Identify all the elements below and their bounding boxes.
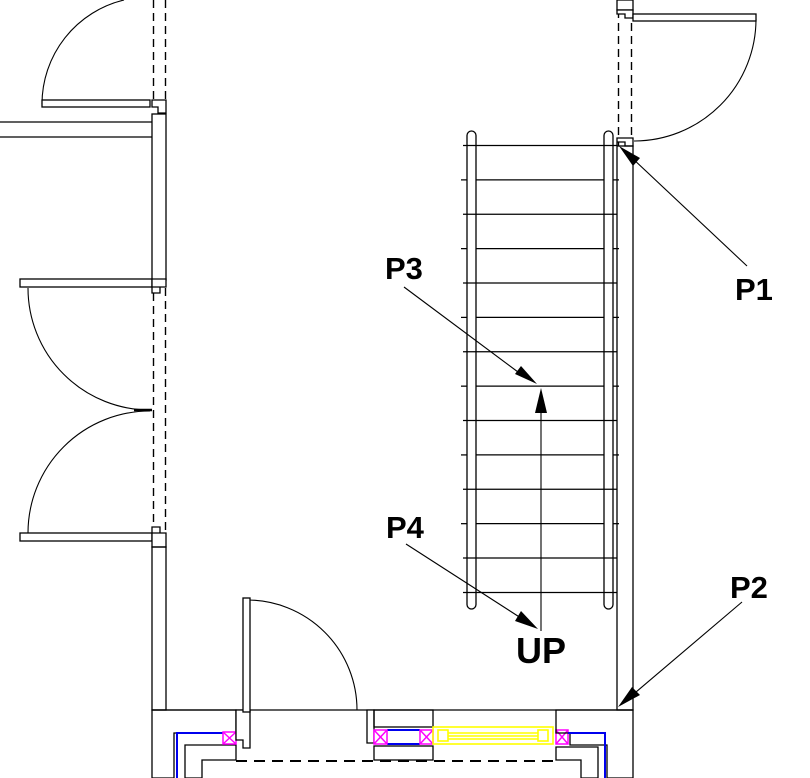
right-wall [616,0,634,711]
door-leaf [41,99,151,108]
stair-treads [461,144,619,594]
staircase [461,130,619,610]
door-swing-arc [246,599,358,711]
window-frame-end [537,729,549,742]
frame-block-x [373,729,388,745]
wall-segment [19,532,153,542]
door-leaf [632,13,757,22]
annotations: P1 P2 P3 P4 UP [385,146,773,707]
wall-segment [19,278,153,288]
bottom-door [242,597,358,713]
window-glazing-lines [448,732,538,740]
window [432,726,554,745]
p4-leader-line [405,543,525,621]
up-label: UP [516,630,566,671]
bottom-wall [151,709,634,778]
p4-arrowhead [515,611,538,629]
p1-arrowhead [619,146,640,166]
left-double-door [27,287,152,534]
door-swing-arc [27,410,151,534]
wall-hatched-column [151,113,167,281]
stair-stringer-left [466,130,477,610]
p3-label: P3 [385,251,423,286]
wall-section-diagonal-hatch [373,745,434,761]
insulation-line [176,732,236,778]
wall-hatched-column [151,546,167,711]
door-jamb [151,99,167,114]
p3-arrowhead [515,366,537,384]
door-leaf [242,597,251,713]
wall-section-diagonal-hatch [184,744,237,778]
wall-section-diagonal-hatch [555,746,599,778]
p2-leader-line [628,601,743,699]
p1-label: P1 [735,272,773,307]
wall-hatched-column [616,145,634,711]
door-jamb [616,137,634,147]
window-frame-end [437,729,449,742]
door-jamb [235,709,251,749]
p1-leader-line [629,155,748,267]
door-jamb [366,709,375,744]
frame-block-x [222,731,237,745]
wall-hatched-column [616,0,634,11]
p2-label: P2 [730,570,768,605]
door-jamb [151,526,167,548]
insulation-line [568,732,606,778]
wall-hatched-corner [555,709,634,778]
top-right-door [632,13,757,142]
left-wall [0,0,167,711]
up-arrowhead [535,388,547,413]
wall-hatched-pier [373,709,434,728]
window-frame [432,726,554,745]
frame-block-x [419,729,434,745]
p3-leader-line [403,286,523,376]
p2-arrowhead [618,687,640,707]
door-swing-arc [633,18,757,142]
door-jamb [616,9,634,19]
frame-block-x [555,729,569,745]
stair-stringer-right [603,130,614,610]
p4-label: P4 [386,510,425,545]
door-jamb [151,278,167,294]
door-swing-arc [27,287,151,411]
door-swing-arc [41,0,125,105]
top-left-door [41,0,151,108]
